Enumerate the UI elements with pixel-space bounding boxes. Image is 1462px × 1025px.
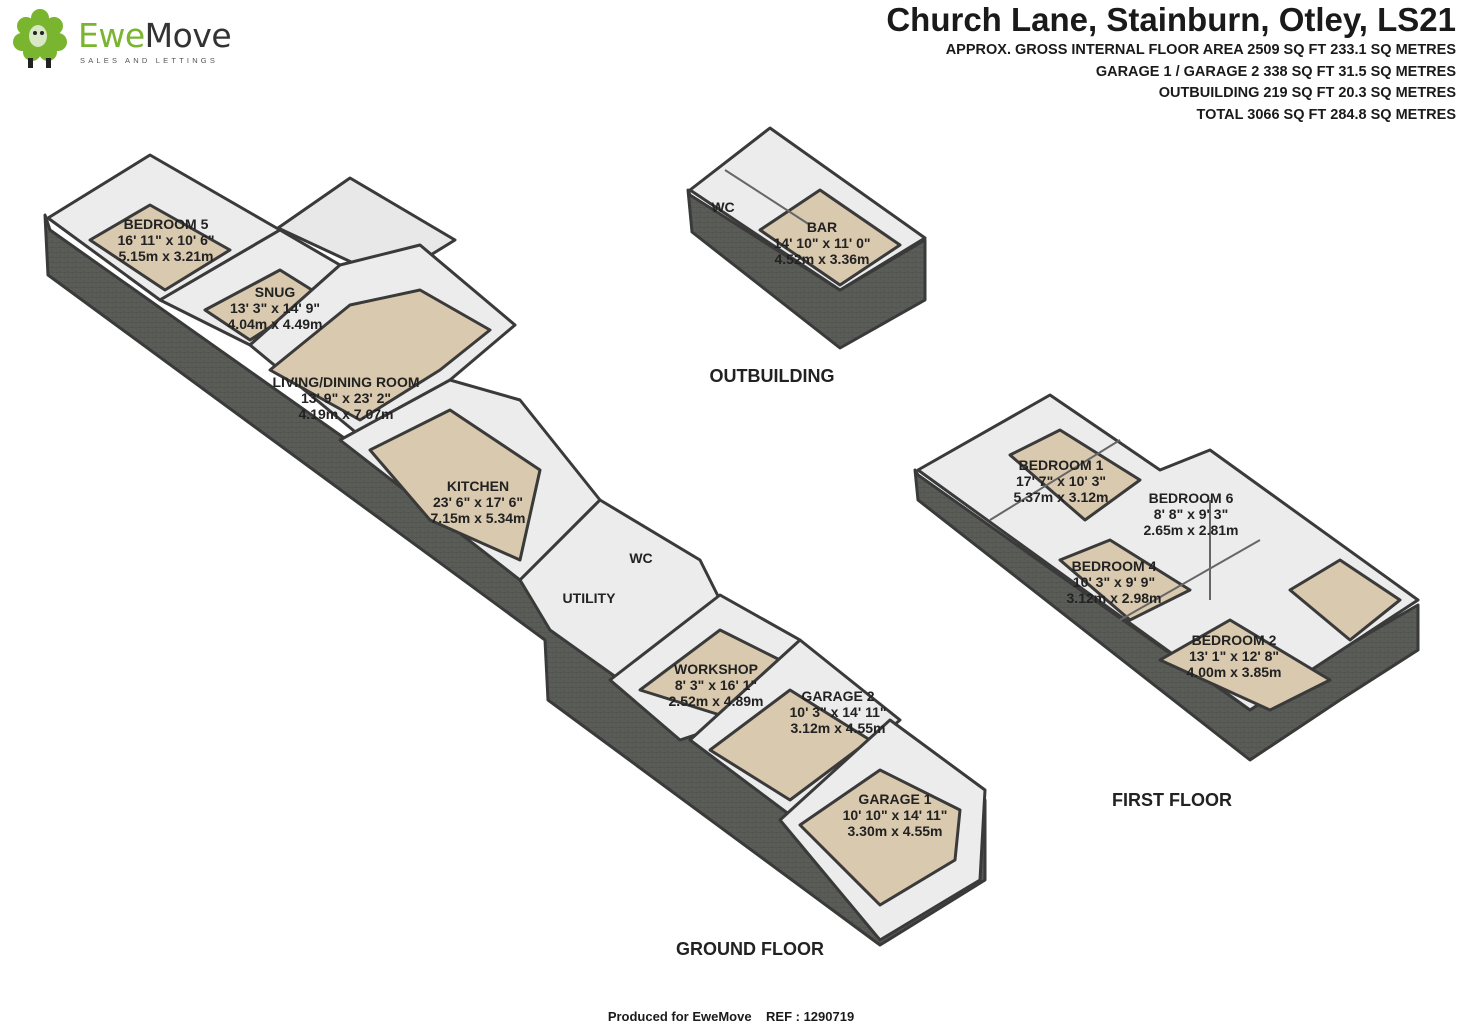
room-name: BEDROOM 6 [1148, 490, 1234, 506]
room-metric: 3.12m x 2.98m [1066, 590, 1162, 606]
room-name: BAR [806, 219, 838, 235]
room-name: WORKSHOP [674, 661, 758, 677]
kitchen-carpet [368, 408, 542, 562]
room-imperial: 10' 3" x 9' 9" [1072, 574, 1156, 590]
bar-carpet [758, 188, 902, 287]
ewemove-logo: EweMove SALES AND LETTINGS [8, 6, 248, 76]
footer: Produced for EweMove REF : 1290719 [0, 1009, 1462, 1024]
room-name: KITCHEN [446, 478, 510, 494]
brand-tagline: SALES AND LETTINGS [80, 56, 219, 65]
room-label-kitchen: KITCHEN 23' 6" x 17' 6" 7.15m x 5.34m [431, 478, 526, 526]
area-line-gross: APPROX. GROSS INTERNAL FLOOR AREA 2509 S… [945, 42, 1456, 58]
room-name: UTILITY [562, 590, 616, 606]
room-name: GARAGE 1 [858, 791, 932, 807]
sheep-icon [13, 9, 67, 68]
room-label-garage1: GARAGE 1 10' 10" x 14' 11" 3.30m x 4.55m [843, 791, 948, 839]
room-metric: 2.52m x 4.89m [668, 693, 764, 709]
brand-name-move: Move [144, 16, 232, 55]
living-carpet [268, 288, 492, 422]
footer-produced: Produced for EweMove [607, 1009, 752, 1024]
room-name: BEDROOM 2 [1191, 632, 1277, 648]
room-imperial: 14' 10" x 11' 0" [773, 235, 871, 251]
area-line-outbuilding: OUTBUILDING 219 SQ FT 20.3 SQ METRES [1158, 85, 1456, 101]
garage1-carpet [798, 768, 962, 907]
room-imperial: 10' 10" x 14' 11" [842, 807, 948, 823]
room-imperial: 8' 8" x 9' 3" [1153, 506, 1229, 522]
room-label-bedroom6: BEDROOM 6 8' 8" x 9' 3" 2.65m x 2.81m [1144, 490, 1239, 538]
room-label-bedroom5: BEDROOM 5 16' 11" x 10' 6" 5.15m x 3.21m [117, 216, 214, 264]
room-label-bedroom2: BEDROOM 2 13' 1" x 12' 8" 4.00m x 3.85m [1187, 632, 1282, 680]
property-title: Church Lane, Stainburn, Otley, LS21 [886, 1, 1456, 38]
room-imperial: 10' 3" x 14' 11" [789, 704, 887, 720]
room-metric: 7.15m x 5.34m [430, 510, 526, 526]
property-header: Church Lane, Stainburn, Otley, LS21 APPR… [886, 0, 1456, 126]
room-label-wc: WC [629, 550, 652, 566]
bedroom4-carpet [1058, 538, 1192, 622]
room-metric: 5.15m x 3.21m [118, 248, 214, 264]
room-imperial: 13' 1" x 12' 8" [1189, 648, 1279, 664]
footer-ref: REF : 1290719 [766, 1009, 855, 1024]
room-name: LIVING/DINING ROOM [272, 374, 420, 390]
floor-label-outbuilding: OUTBUILDING [709, 366, 835, 386]
room-imperial: 13' 3" x 14' 9" [230, 300, 320, 316]
room-name: GARAGE 2 [801, 688, 875, 704]
room-metric: 2.65m x 2.81m [1143, 522, 1239, 538]
room-metric: 4.52m x 3.36m [774, 251, 870, 267]
room-name: SNUG [254, 284, 296, 300]
bedroom5-carpet [88, 203, 232, 292]
room-metric: 4.00m x 3.85m [1186, 664, 1282, 680]
room-metric: 3.30m x 4.55m [847, 823, 943, 839]
room-label-living: LIVING/DINING ROOM 13' 9" x 23' 2" 4.19m… [273, 374, 420, 422]
brand-name: EweMove [78, 16, 232, 55]
room-label-garage2: GARAGE 2 10' 3" x 14' 11" 3.12m x 4.55m [789, 688, 886, 736]
bedroom1-carpet [1008, 428, 1142, 522]
bedroom3-carpet [1288, 558, 1402, 642]
room-name: BEDROOM 4 [1071, 558, 1157, 574]
bedroom2-carpet [1158, 618, 1332, 712]
room-label-bedroom1: BEDROOM 1 17' 7" x 10' 3" 5.37m x 3.12m [1014, 457, 1109, 505]
room-label-bedroom4: BEDROOM 4 10' 3" x 9' 9" 3.12m x 2.98m [1067, 558, 1162, 606]
room-imperial: 13' 9" x 23' 2" [301, 390, 391, 406]
room-metric: 4.19m x 7.07m [298, 406, 394, 422]
floor-label-ground: GROUND FLOOR [676, 939, 824, 959]
room-label-outbuilding-wc: WC [711, 199, 734, 215]
room-name: BEDROOM 1 [1018, 457, 1104, 473]
room-imperial: 17' 7" x 10' 3" [1016, 473, 1106, 489]
room-label-bar: BAR 14' 10" x 11' 0" 4.52m x 3.36m [773, 219, 870, 267]
room-metric: 4.04m x 4.49m [227, 316, 323, 332]
room-name: WC [629, 550, 653, 566]
room-imperial: 23' 6" x 17' 6" [433, 494, 523, 510]
room-label-workshop: WORKSHOP 8' 3" x 16' 1" 2.52m x 4.89m [669, 661, 764, 709]
room-metric: 5.37m x 3.12m [1013, 489, 1109, 505]
room-imperial: 16' 11" x 10' 6" [117, 232, 215, 248]
area-line-total: TOTAL 3066 SQ FT 284.8 SQ METRES [1196, 106, 1456, 123]
brand-name-ewe: Ewe [78, 16, 145, 55]
area-line-garage: GARAGE 1 / GARAGE 2 338 SQ FT 31.5 SQ ME… [1095, 63, 1456, 80]
room-label-snug: SNUG 13' 3" x 14' 9" 4.04m x 4.49m [228, 284, 323, 332]
floor-label-first: FIRST FLOOR [1112, 790, 1232, 810]
room-imperial: 8' 3" x 16' 1" [674, 677, 758, 693]
room-label-utility: UTILITY [563, 590, 616, 606]
room-name: BEDROOM 5 [123, 216, 209, 232]
room-name: WC [711, 199, 735, 215]
room-metric: 3.12m x 4.55m [790, 720, 886, 736]
